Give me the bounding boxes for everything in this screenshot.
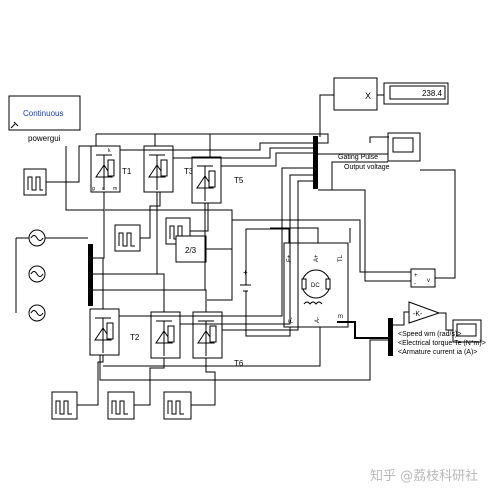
measure-minus: -	[414, 281, 416, 287]
selector-block[interactable]: X	[333, 77, 378, 111]
motor-scope[interactable]	[452, 319, 482, 343]
gating-pulse-label: Gating Pulse	[338, 154, 378, 161]
thyristor-t2[interactable]: T2	[89, 308, 140, 356]
motor-m: m	[338, 314, 343, 320]
constant-block[interactable]: 2/3	[175, 235, 207, 263]
t1-a: a	[102, 186, 105, 192]
gain-label: -K-	[413, 311, 423, 318]
powergui-caption: powergui	[28, 134, 61, 143]
thyristor-t4[interactable]	[150, 311, 181, 359]
t3-label: T3	[184, 167, 194, 176]
measure-v: v	[427, 278, 430, 284]
meas-speed: <Speed wm (rad/s)>	[398, 331, 461, 338]
t1-m: m	[113, 186, 117, 192]
motor-tl: TL	[338, 254, 344, 262]
t1-label: T1	[122, 167, 132, 176]
t5-label: T5	[234, 176, 244, 185]
meas-current: <Armature current ia (A)>	[398, 349, 477, 356]
motor-label: DC	[311, 283, 320, 289]
pulse-gen-6[interactable]	[163, 391, 192, 420]
motor-aminus: A-	[315, 317, 321, 323]
motor-fminus: F-	[289, 317, 295, 323]
mux-bar-top	[313, 136, 318, 189]
thyristor-t3[interactable]: T3	[143, 145, 194, 193]
thyristor-t6[interactable]: T6	[192, 311, 244, 368]
pulse-gen-1[interactable]	[23, 168, 47, 196]
selector-label: X	[365, 91, 371, 101]
ac-source-a[interactable]	[28, 229, 46, 247]
output-voltage-label: Output voltage	[344, 164, 390, 171]
constant-label: 2/3	[185, 246, 197, 255]
powergui-label: Continuous	[23, 109, 63, 118]
t1-k: k	[108, 148, 111, 154]
ac-source-b[interactable]	[28, 265, 46, 283]
display-value: 238.4	[422, 89, 443, 98]
phase-bus	[88, 244, 93, 306]
pulse-gen-4[interactable]	[51, 391, 78, 420]
pulse-gen-5[interactable]	[107, 391, 135, 420]
powergui-block[interactable]: Continuous	[8, 95, 81, 131]
t2-label: T2	[130, 333, 140, 342]
pulse-gen-2[interactable]	[114, 224, 141, 252]
meas-torque: <Electrical torque Te (N*m)>	[398, 340, 486, 347]
measure-plus: +	[414, 273, 418, 279]
powergui-icon	[10, 121, 19, 129]
t1-g: g	[92, 186, 95, 192]
display-block[interactable]: 238.4	[383, 82, 449, 105]
dc-motor[interactable]: F+ A+ TL DC F- A- m	[283, 242, 349, 328]
output-scope[interactable]	[387, 132, 421, 162]
ac-source-c[interactable]	[28, 304, 46, 322]
voltage-measurement[interactable]: + - v	[410, 268, 436, 288]
motor-aplus: A+	[314, 254, 320, 262]
watermark: 知乎 @荔枝科研社	[370, 468, 478, 484]
thyristor-t5[interactable]: T5	[191, 156, 244, 204]
gain-block[interactable]: -K-	[408, 301, 441, 324]
thyristor-t1[interactable]: T1	[90, 145, 132, 193]
t6-label: T6	[234, 359, 244, 368]
demux-bar	[388, 318, 393, 356]
